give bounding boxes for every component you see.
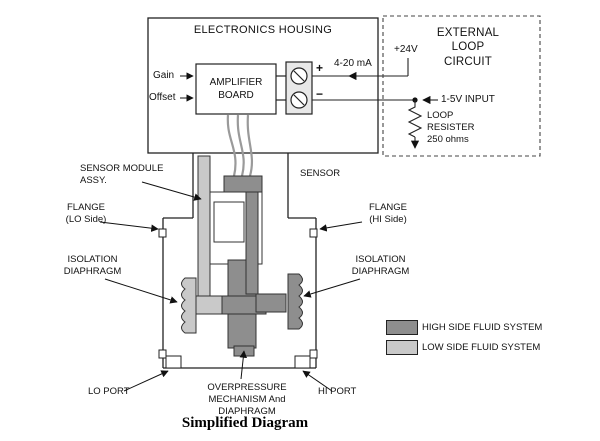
flange-hi-label: FLANGE (HI Side) <box>368 202 407 225</box>
sensor-wire <box>236 114 245 177</box>
flange-hi-arrow <box>319 221 363 232</box>
lo-port-arrow <box>123 370 169 392</box>
callout-arrows <box>99 72 363 392</box>
hi-port-arrow <box>302 370 333 392</box>
lo-port-label: LO PORT <box>88 386 130 397</box>
terminal-plus-sign: + <box>316 61 324 75</box>
sensor-header <box>223 175 263 193</box>
legend-label-low: LOW SIDE FLUID SYSTEM <box>422 342 541 353</box>
resistor-icon <box>407 100 423 138</box>
flange-lo-label: FLANGE (LO Side) <box>65 202 107 225</box>
sensor-module-internals <box>181 114 303 357</box>
sensor-wire <box>246 114 254 177</box>
supply-label: +24V <box>394 44 418 55</box>
high-side-fill-tube <box>245 191 259 295</box>
low-side-fill-tube <box>197 155 211 307</box>
terminal-block <box>285 61 313 115</box>
loop-circuit-wiring <box>312 15 541 157</box>
isolation-diaphragm-right-label: ISOLATION DIAPHRAGM <box>351 254 410 277</box>
sensor-wire <box>226 114 237 177</box>
external-loop-title: EXTERNAL LOOP CIRCUIT <box>436 27 500 68</box>
iso-right-arrow <box>303 278 361 298</box>
isolation-diaphragm-right <box>287 273 303 330</box>
overpressure-label: OVERPRESSURE MECHANISM And DIAPHRAGM <box>207 382 287 417</box>
flange-lo-arrow <box>99 221 159 232</box>
offset-label: Offset <box>149 92 176 103</box>
lo-port-notch <box>165 355 182 369</box>
isolation-diaphragm-left-label: ISOLATION DIAPHRAGM <box>63 254 122 277</box>
high-side-arm <box>255 293 287 313</box>
gain-label: Gain <box>153 70 175 81</box>
legend-swatch-high <box>386 320 418 335</box>
current-label: 4-20 mA <box>334 58 372 69</box>
amplifier-board-label: AMPLIFIER BOARD <box>209 77 263 101</box>
input-label: 1-5V INPUT <box>441 94 495 105</box>
diagram-caption: Simplified Diagram <box>181 415 309 431</box>
housing-title: ELECTRONICS HOUSING <box>193 24 333 36</box>
sensor-module-label: SENSOR MODULE ASSY. <box>80 163 164 186</box>
overpressure-arrow <box>239 350 248 380</box>
hi-port-notch <box>294 355 311 369</box>
amplifier-board-box <box>195 63 286 115</box>
resistor-label: LOOP RESISTER 250 ohms <box>427 110 475 145</box>
legend-label-high: HIGH SIDE FLUID SYSTEM <box>422 322 543 333</box>
iso-left-arrow <box>104 278 178 304</box>
external-loop-box <box>382 15 541 157</box>
sensor-window <box>213 201 245 243</box>
terminal-minus-sign: − <box>316 87 324 101</box>
transmitter-body-outline <box>158 153 318 369</box>
sensor-module-arrow <box>141 181 202 201</box>
legend-swatch-low <box>386 340 418 355</box>
hi-port-label: HI PORT <box>318 386 357 397</box>
sensor-label: SENSOR <box>300 168 341 179</box>
isolation-diaphragm-left <box>181 277 197 334</box>
